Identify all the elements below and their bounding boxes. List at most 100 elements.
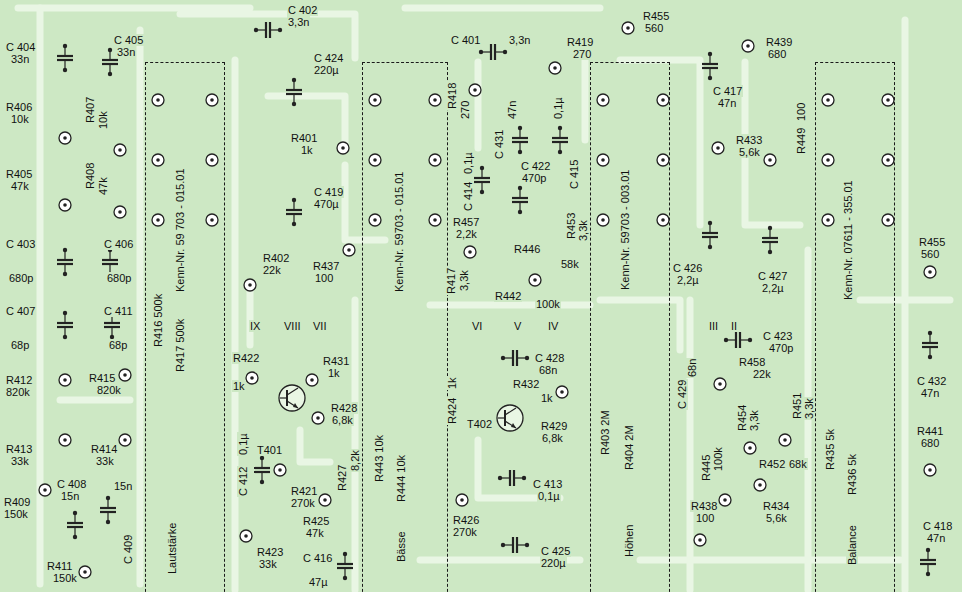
part-label: 33k [95,455,115,467]
potentiometer-label: Kenn-Nr. 59703 - 015.01 [393,171,405,293]
copper-trace-part [582,60,589,140]
part-label: T401 [256,444,283,456]
part-label: 3,3k [577,219,589,242]
part-label: C 411 [103,305,134,317]
solder-pad-part [59,434,71,446]
part-label: C 432 [916,375,947,387]
solder-pad-part [529,274,541,286]
part-label: 5,6k [765,512,788,524]
solder-pad-part [240,530,252,542]
potentiometer-label: Balance [846,524,858,566]
potentiometer-outline: Kenn-Nr. 59 703 - 015.01R416 500kR417 50… [145,62,225,592]
solder-pad-part [597,94,609,106]
potentiometer-label: R443 10k [373,434,385,483]
part-label: R458 [738,356,766,368]
part-label: C 405 [113,34,144,46]
part-label: 820k [96,384,122,396]
transistor-symbol-part [497,405,523,431]
solder-pad-part [274,464,286,476]
part-label: C 403 [5,238,36,250]
potentiometer-label: R436 5k [846,453,858,496]
solder-pad-part [343,244,355,256]
part-label: 47k [305,527,325,539]
solder-pad-part [622,22,634,34]
copper-trace-part [352,300,359,590]
part-label: R451 [791,392,803,420]
solder-pad-part [114,206,126,218]
part-label: 100k [535,298,561,310]
part-label: 3,3k [458,269,470,292]
solder-pad-part [549,62,561,74]
part-label: 1k [232,380,246,392]
solder-pad-part [206,94,218,106]
copper-trace-part [430,302,590,309]
part-label: R415 [88,372,116,384]
copper-trace-part [300,430,330,462]
stage-numeral: III [708,320,719,332]
copper-trace-part [345,165,385,240]
solder-pad-part [924,464,936,476]
solder-pad-part [206,154,218,166]
part-label: 1k [300,144,314,156]
copper-trace-part [268,96,345,150]
part-label: 2,2k [455,228,478,240]
part-label: 680 [920,437,940,449]
capacitor-symbol-part [57,248,73,276]
potentiometer-outline: Kenn-Nr. 59703 - 003.01R403 2MR404 2MHöh… [590,62,670,592]
part-label: R419 [566,36,594,48]
copper-trace-part [860,297,950,304]
part-label: T402 [466,418,493,430]
capacitor-symbol-part [67,511,83,539]
part-label: C 408 [56,478,87,490]
transistor-symbol-part [279,385,305,411]
part-label: R406 [5,101,33,113]
part-label: R423 [256,546,284,558]
part-label: 47µ [308,576,329,588]
capacitor-symbol-part [474,166,490,194]
potentiometer-label: R435 5k [824,428,836,471]
part-label: R455 [918,236,946,248]
capacitor-symbol-part [552,126,568,154]
part-label: 0,1µ [237,432,249,456]
capacitor-symbol-part [254,456,270,484]
capacitor-symbol-part [337,552,353,580]
potentiometer-label: R444 10k [395,454,407,503]
capacitor-symbol-part [762,226,778,254]
part-label: R407 [84,96,96,124]
solder-pad-part [319,494,331,506]
part-label: 270k [452,526,478,538]
part-label: 33k [10,455,30,467]
transistor-symbols [279,385,523,431]
stage-numeral: IV [547,320,559,332]
copper-trace-part [37,8,44,584]
part-label: R454 [736,404,748,432]
solder-pad-part [712,142,724,154]
part-label: R446 [513,243,541,255]
solder-pads [39,22,936,578]
copper-trace-part [600,300,680,350]
part-label: 33n [116,46,136,58]
solder-pad-part [59,199,71,211]
solder-pad-part [119,369,131,381]
part-label: R427 [336,464,348,492]
part-label: 3,3n [287,16,310,28]
solder-pad-part [754,479,766,491]
part-label: R417 [445,267,457,295]
capacitor-symbol-part [57,311,73,339]
part-label: 22k [752,368,772,380]
part-label: 680p [106,272,132,284]
capacitor-symbol-part [920,548,936,576]
part-label: 47n [920,387,940,399]
part-label: C 425 [540,545,571,557]
part-label: R425 [302,515,330,527]
part-label: R449 [795,127,807,155]
part-label: R437 [312,260,340,272]
potentiometer-outline: Kenn-Nr. 07611 - 355.01R435 5kR436 5kBal… [815,62,895,592]
potentiometer-label: Lautstärke [166,522,178,575]
solder-pad-part [694,534,706,546]
part-label: 470p [521,172,547,184]
solder-pad-part [657,94,669,106]
solder-pad-part [114,144,126,156]
potentiometer-label: R404 2M [623,424,635,471]
capacitor-symbol-part [286,198,302,226]
